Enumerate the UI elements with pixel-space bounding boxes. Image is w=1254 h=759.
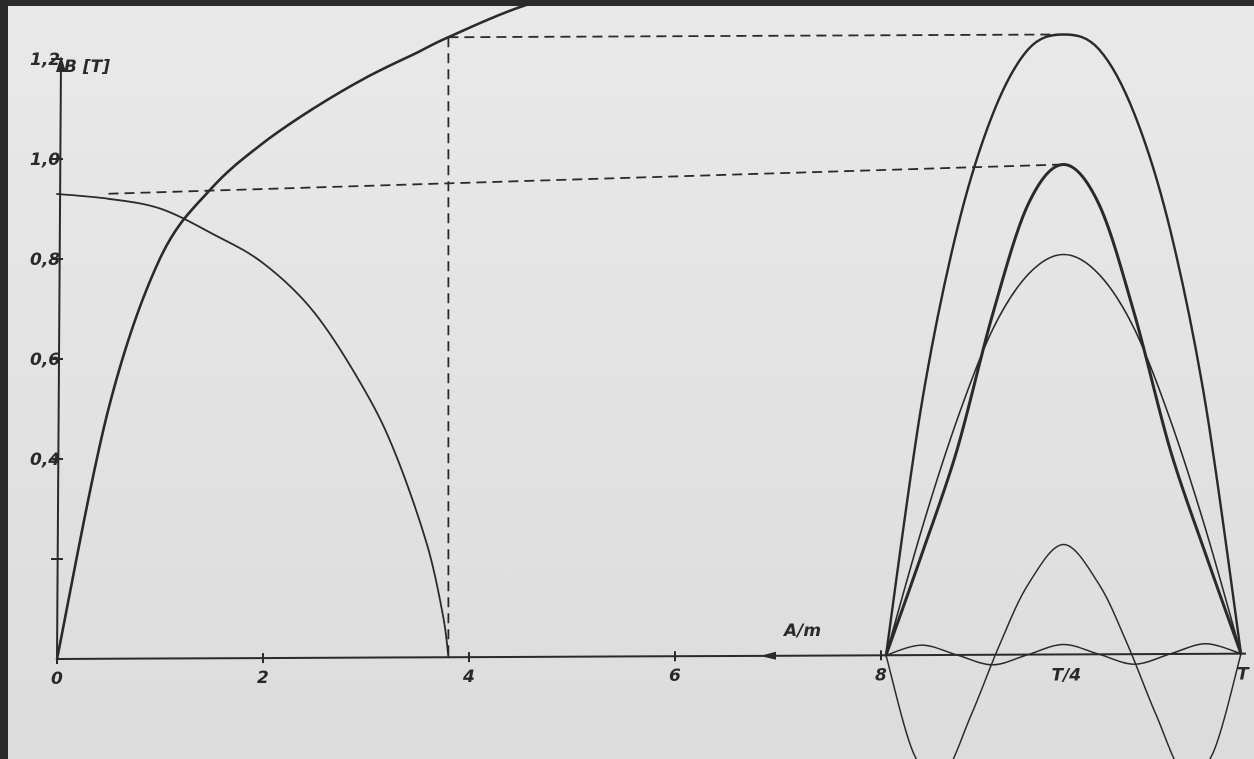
x-tick-label: 2 <box>257 668 269 688</box>
guides-layer <box>108 33 1064 658</box>
time-tick-label: T/4 <box>1052 665 1082 685</box>
series-curve <box>884 162 1243 657</box>
guide-line <box>108 163 1064 195</box>
time-tick-label: T <box>1237 665 1250 685</box>
series-curve <box>885 643 1242 666</box>
x-axis-label: A/m <box>782 621 821 641</box>
axes-layer <box>51 56 1247 664</box>
y-tick-label: 0,8 <box>30 250 60 270</box>
y-tick-label: 0,6 <box>30 350 60 370</box>
series-curve <box>884 33 1243 657</box>
curves-layer <box>55 6 1243 759</box>
figure-page: B [T] A/m 0,4 0,6 0,8 1,0 1,2 0 2 4 6 8 T/4 T <box>8 6 1254 759</box>
y-axis-label: B [T] <box>64 57 110 77</box>
x-axis-arrow <box>760 651 776 660</box>
y-axis-arrow <box>56 56 66 72</box>
series-curve <box>885 543 1242 759</box>
x-tick-label: 6 <box>669 666 681 686</box>
series-curve <box>55 6 528 661</box>
labels-layer: B [T] A/m 0,4 0,6 0,8 1,0 1,2 0 2 4 6 8 T/4 T <box>30 50 1250 689</box>
magnetization-chart: B [T] A/m 0,4 0,6 0,8 1,0 1,2 0 2 4 6 8 T/4 T <box>30 6 1250 759</box>
x-axis-line <box>56 652 1247 660</box>
series-curve <box>885 253 1242 657</box>
y-tick-label: 1,2 <box>30 50 60 70</box>
guide-line <box>448 33 1064 39</box>
y-tick-label: 1,0 <box>30 150 60 170</box>
y-tick-label: 0,4 <box>30 450 60 470</box>
x-tick-label: 8 <box>875 665 887 685</box>
x-tick-label: 0 <box>51 669 63 689</box>
series-curve <box>56 193 450 659</box>
x-tick-label: 4 <box>462 667 475 687</box>
